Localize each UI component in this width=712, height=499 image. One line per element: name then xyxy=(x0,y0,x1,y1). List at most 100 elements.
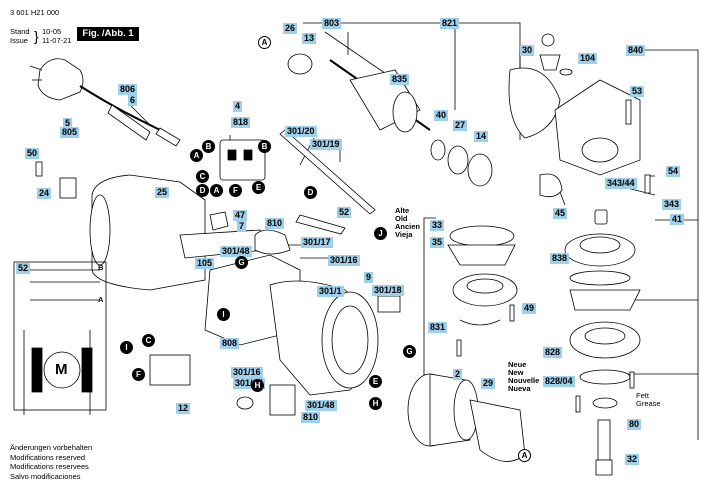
part-label: 12 xyxy=(176,403,191,414)
part-label: 27 xyxy=(453,120,468,131)
wiring-inset-label: 52 xyxy=(16,263,31,274)
ref-circle: B xyxy=(202,140,215,153)
ref-circle: A xyxy=(190,149,203,162)
ref-circle: H xyxy=(369,397,382,410)
part-label: 45 xyxy=(553,208,568,219)
ref-circle: E xyxy=(369,375,382,388)
part-label: 343 xyxy=(662,199,682,210)
ref-circle: I xyxy=(217,308,230,321)
part-label: 828 xyxy=(543,347,563,358)
footer-line: Modifications reserved xyxy=(10,452,86,462)
part-label: 301/1 xyxy=(317,286,344,297)
ref-circle: I xyxy=(120,341,133,354)
part-label: 7 xyxy=(237,221,247,232)
ref-circle: E xyxy=(252,181,265,194)
part-label: 80 xyxy=(627,419,642,430)
grease-note-line: Fett xyxy=(636,391,649,400)
ref-circle: D xyxy=(304,186,317,199)
part-label: 821 xyxy=(440,18,460,29)
part-label: 24 xyxy=(37,188,52,199)
footer-line: Salvo modificaciones xyxy=(10,471,81,481)
part-label: 33 xyxy=(430,220,445,231)
variant-new-line: New xyxy=(508,368,524,377)
part-label: 35 xyxy=(430,237,445,248)
part-label: 301/17 xyxy=(301,237,333,248)
issue-date: 11-07-21 xyxy=(42,36,72,45)
footer-line: Modifications reservees xyxy=(10,462,89,471)
variant-old-line: Ancien xyxy=(395,222,421,231)
ref-circle: F xyxy=(229,184,242,197)
part-label: 831 xyxy=(428,322,448,333)
part-label: 805 xyxy=(60,127,80,138)
wiring-motor-label: M xyxy=(55,361,68,378)
part-label: 803 xyxy=(322,18,342,29)
part-label: 810 xyxy=(265,218,285,229)
ref-circle: G xyxy=(235,256,248,269)
part-label: 13 xyxy=(302,33,317,44)
part-label: 301/20 xyxy=(285,126,317,137)
ref-circle: D xyxy=(196,184,209,197)
part-label: 5 xyxy=(63,118,73,129)
part-label: 29 xyxy=(481,378,496,389)
doc-number: 3 601 H21 000 xyxy=(10,8,60,17)
wiring-terminal-b: B xyxy=(98,263,104,272)
part-label: 301/48 xyxy=(220,246,252,257)
variant-old-line: Alte xyxy=(395,206,410,215)
part-label: 835 xyxy=(390,74,410,85)
brace-symbol: } xyxy=(34,28,39,44)
variant-old-line: Vieja xyxy=(395,230,413,239)
part-label: 47 xyxy=(233,210,248,221)
part-label: 301/16 xyxy=(231,367,263,378)
part-label: 343/44 xyxy=(605,178,637,189)
part-label: 301/19 xyxy=(310,139,342,150)
stand-date: 10-05 xyxy=(42,27,62,36)
ref-circle: G xyxy=(403,345,416,358)
part-label: 41 xyxy=(670,214,685,225)
ref-circle: J xyxy=(374,227,387,240)
part-label: 50 xyxy=(25,148,40,159)
part-label: 4 xyxy=(233,101,243,112)
part-label: 840 xyxy=(626,45,646,56)
stand-label: Stand xyxy=(10,27,30,36)
part-label: 9 xyxy=(364,272,374,283)
ref-circle: B xyxy=(258,140,271,153)
part-label: 6 xyxy=(128,95,138,106)
part-label: 828/04 xyxy=(543,376,575,387)
part-label: 838 xyxy=(550,253,570,264)
part-label: 301/18 xyxy=(372,285,404,296)
variant-old-line: Old xyxy=(395,214,408,223)
ref-circle: A xyxy=(210,184,223,197)
variant-new-line: Neue xyxy=(508,360,527,369)
ref-circle: A xyxy=(258,36,271,49)
part-label: 40 xyxy=(434,110,449,121)
part-label: 32 xyxy=(625,454,640,465)
part-label: 14 xyxy=(474,131,489,142)
footer-line: Änderungen vorbehalten xyxy=(10,443,93,452)
part-label: 52 xyxy=(337,207,352,218)
ref-circle: A xyxy=(518,449,531,462)
part-label: 818 xyxy=(231,117,251,128)
ref-circle: C xyxy=(196,170,209,183)
part-label: 2 xyxy=(453,369,463,380)
part-label: 104 xyxy=(578,53,598,64)
figure-label: Fig. /Abb. 1 xyxy=(77,27,139,41)
bracket-840 xyxy=(630,49,699,440)
variant-new-line: Nueva xyxy=(508,384,531,393)
part-label: 301/17 xyxy=(233,378,265,389)
part-label: 810 xyxy=(301,412,321,423)
part-label: 30 xyxy=(520,45,535,56)
issue-label: Issue xyxy=(10,36,28,45)
part-label: 301/48 xyxy=(305,400,337,411)
grease-note-line: Grease xyxy=(636,399,661,408)
footer-notes: Änderungen vorbehalten Modifications res… xyxy=(10,443,92,481)
part-label: 53 xyxy=(630,86,645,97)
ref-circle: H xyxy=(251,379,264,392)
part-label: 301/16 xyxy=(328,255,360,266)
part-label: 25 xyxy=(155,187,170,198)
wiring-terminal-a: A xyxy=(98,295,104,304)
part-label: 54 xyxy=(666,166,681,177)
part-label: 806 xyxy=(118,84,138,95)
part-label: 808 xyxy=(220,338,240,349)
part-label: 49 xyxy=(522,303,537,314)
